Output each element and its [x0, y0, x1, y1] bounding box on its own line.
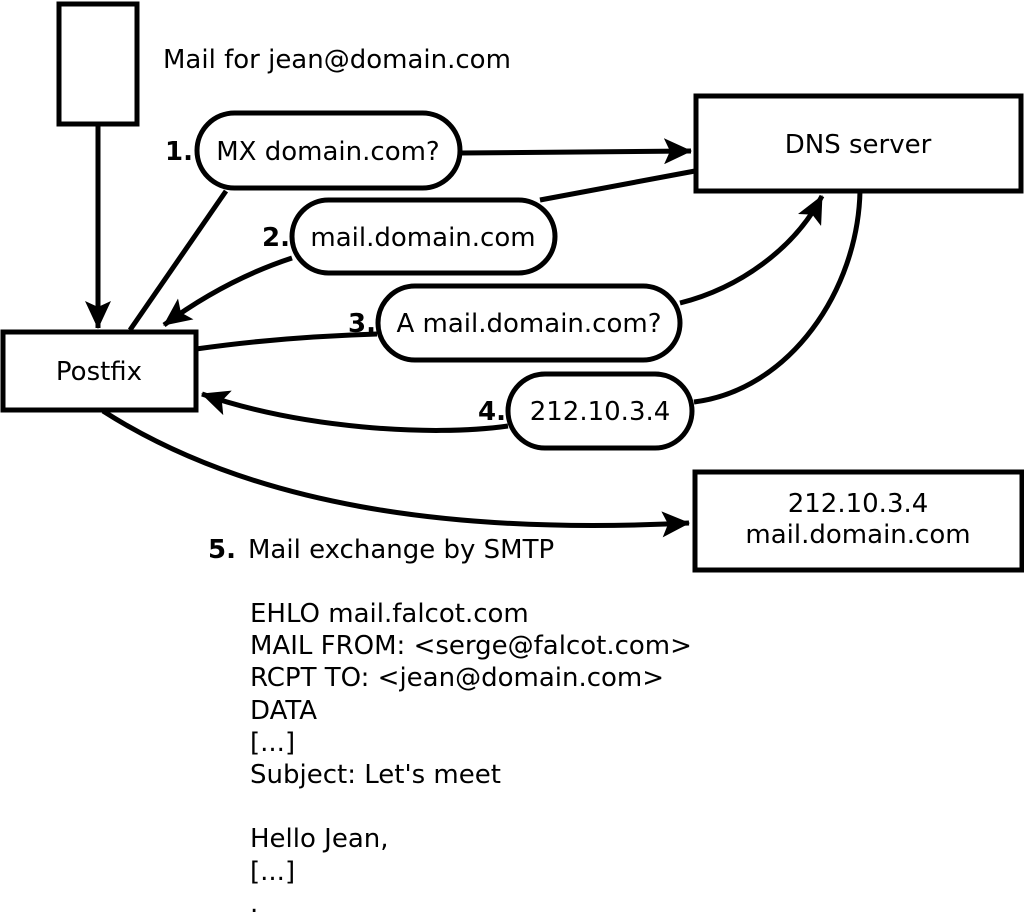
- smtp-line: MAIL FROM: <serge@falcot.com>: [250, 631, 692, 661]
- arrow-answer4-to-postfix: [201, 390, 509, 433]
- arrow-answer2-to-postfix: [162, 255, 293, 328]
- answer-pill-ip-label: 212.10.3.4: [530, 397, 671, 427]
- line-dns-to-answer4: [693, 190, 863, 405]
- query-pill-a-record-label: A mail.domain.com?: [397, 309, 662, 339]
- smtp-line: EHLO mail.falcot.com: [250, 599, 529, 629]
- arrow-query1-to-dns: [459, 138, 692, 165]
- query-pill-a-record: [375, 283, 683, 363]
- step-number-1: 1.: [165, 137, 193, 167]
- dns-server-node-label: DNS server: [785, 130, 932, 160]
- mail-host-ip-label: 212.10.3.4: [788, 489, 929, 519]
- postfix-node-label: Postfix: [56, 357, 142, 387]
- step-number-2: 2.: [262, 223, 290, 253]
- step-number-5: 5.: [208, 535, 236, 565]
- step5-caption: Mail exchange by SMTP: [248, 535, 554, 565]
- line-postfix-to-query3: [195, 331, 378, 352]
- mail-for-caption: Mail for jean@domain.com: [163, 45, 511, 75]
- answer-pill-mailhost-label: mail.domain.com: [310, 223, 535, 253]
- line-postfix-to-query1: [127, 189, 229, 332]
- smtp-transcript: EHLO mail.falcot.com MAIL FROM: <serge@f…: [250, 599, 692, 919]
- query-pill-mx-label: MX domain.com?: [216, 137, 439, 167]
- smtp-line: [...]: [250, 728, 295, 758]
- step-number-3: 3.: [348, 309, 376, 339]
- dns-server-node: [693, 93, 1024, 194]
- mail-host-name-label: mail.domain.com: [745, 520, 970, 550]
- step-number-4: 4.: [478, 397, 506, 427]
- answer-pill-ip: [505, 371, 695, 451]
- smtp-line: RCPT TO: <jean@domain.com>: [250, 663, 664, 693]
- smtp-line: .: [250, 889, 258, 919]
- smtp-line: [...]: [250, 857, 295, 887]
- query-pill-mx: [194, 110, 463, 191]
- mail-host-node: [692, 469, 1024, 573]
- mail-message-icon: [56, 1, 140, 127]
- answer-pill-mailhost: [289, 197, 558, 276]
- arrow-postfix-to-mailhost: [101, 408, 690, 538]
- smtp-line: Subject: Let's meet: [250, 760, 501, 790]
- postfix-node: [0, 329, 199, 413]
- arrow-query3-to-dns: [679, 194, 825, 306]
- smtp-line: Hello Jean,: [250, 824, 389, 854]
- smtp-line: DATA: [250, 696, 317, 726]
- line-dns-to-answer2: [539, 168, 696, 203]
